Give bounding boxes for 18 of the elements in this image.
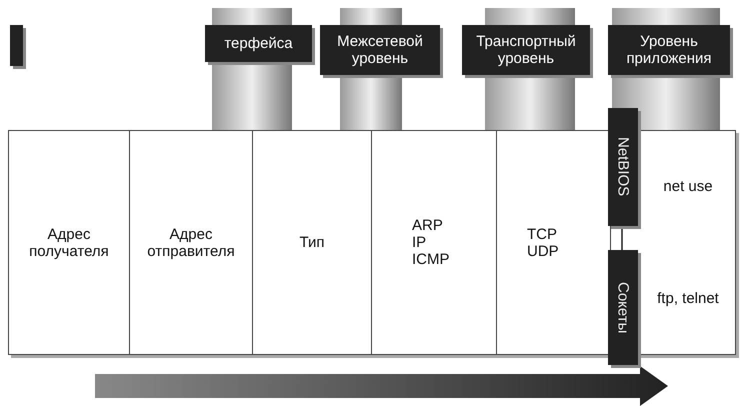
- layer-label: Транспортный уровень: [462, 25, 590, 75]
- field-text: Адрес отправителя: [146, 226, 236, 260]
- interface-bar: NetBIOS: [608, 108, 638, 226]
- field-text: Адрес получателя: [28, 226, 110, 260]
- field-text: Тип: [299, 234, 324, 251]
- layer-label: терфейса: [205, 25, 312, 62]
- interface-bar: Сокеты: [608, 250, 638, 365]
- field-text: IP: [412, 234, 426, 251]
- connector-line: [621, 226, 623, 250]
- field-text: TCP: [527, 226, 557, 242]
- field-text: ICMP: [412, 251, 450, 268]
- layer-bar: [10, 25, 23, 66]
- field-text: UDP: [527, 242, 559, 260]
- layer-label: Уровень приложения: [608, 25, 730, 75]
- field-text: net use: [663, 178, 713, 196]
- field-text: ARP: [412, 217, 443, 234]
- layer-label: Межсетевой уровень: [320, 25, 440, 75]
- field-text: ftp, telnet: [657, 290, 719, 307]
